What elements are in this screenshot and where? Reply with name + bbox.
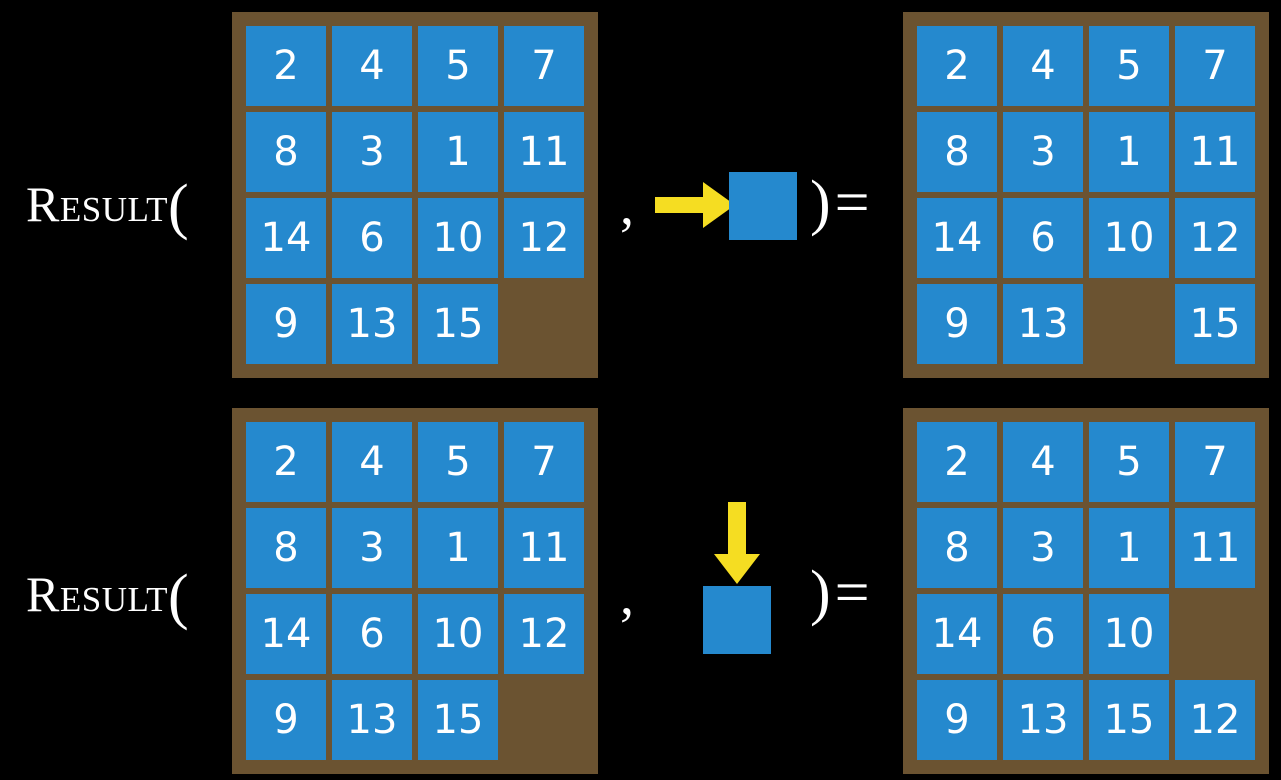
result-label-rest: esult xyxy=(59,176,169,232)
tile[interactable]: 14 xyxy=(246,594,326,674)
empty-slot[interactable] xyxy=(1175,594,1255,674)
result-label-first-letter: R xyxy=(26,176,60,232)
arrow-right-icon xyxy=(655,182,735,228)
result-label-open-paren: ( xyxy=(168,563,190,631)
tile[interactable]: 7 xyxy=(504,422,584,502)
tile[interactable]: 2 xyxy=(246,26,326,106)
tile[interactable]: 3 xyxy=(332,508,412,588)
tile[interactable]: 7 xyxy=(504,26,584,106)
tile[interactable]: 10 xyxy=(1089,594,1169,674)
tile[interactable]: 3 xyxy=(1003,112,1083,192)
tile[interactable]: 5 xyxy=(418,26,498,106)
tile[interactable]: 5 xyxy=(418,422,498,502)
tile[interactable]: 12 xyxy=(504,594,584,674)
empty-slot[interactable] xyxy=(504,680,584,760)
arrow-down-icon xyxy=(714,502,760,584)
tile[interactable]: 1 xyxy=(1089,508,1169,588)
tile[interactable]: 11 xyxy=(504,508,584,588)
tile[interactable]: 6 xyxy=(1003,594,1083,674)
tile[interactable]: 12 xyxy=(504,198,584,278)
tile[interactable]: 15 xyxy=(1089,680,1169,760)
tile[interactable]: 6 xyxy=(332,594,412,674)
close-paren-equals-row-2: )= xyxy=(810,562,874,624)
tile[interactable]: 2 xyxy=(917,26,997,106)
tile[interactable]: 15 xyxy=(418,680,498,760)
input-board-row-1: 2 4 5 7 8 3 1 11 14 6 10 12 9 13 15 xyxy=(232,12,598,378)
tile[interactable]: 4 xyxy=(332,26,412,106)
move-direction-tile-row-2 xyxy=(703,586,771,654)
empty-slot[interactable] xyxy=(504,284,584,364)
tile[interactable]: 2 xyxy=(246,422,326,502)
tile[interactable]: 11 xyxy=(1175,508,1255,588)
tile[interactable]: 3 xyxy=(332,112,412,192)
tile[interactable]: 3 xyxy=(1003,508,1083,588)
tile[interactable]: 14 xyxy=(917,198,997,278)
tile[interactable]: 13 xyxy=(1003,680,1083,760)
tile[interactable]: 5 xyxy=(1089,422,1169,502)
tile[interactable]: 7 xyxy=(1175,422,1255,502)
argument-separator-row-2: , xyxy=(620,565,634,627)
tile[interactable]: 1 xyxy=(418,508,498,588)
tile[interactable]: 14 xyxy=(246,198,326,278)
tile[interactable]: 8 xyxy=(917,508,997,588)
equation-row-1: Result( 2 4 5 7 8 3 1 11 14 6 10 12 9 13… xyxy=(26,12,1269,378)
tile[interactable]: 10 xyxy=(418,198,498,278)
tile[interactable]: 8 xyxy=(246,508,326,588)
close-paren: ) xyxy=(810,559,835,627)
tile[interactable]: 13 xyxy=(332,284,412,364)
tile[interactable]: 4 xyxy=(332,422,412,502)
equals-sign: = xyxy=(834,559,874,627)
tile[interactable]: 5 xyxy=(1089,26,1169,106)
close-paren: ) xyxy=(810,169,835,237)
equation-row-2: Result( 2 4 5 7 8 3 1 11 14 6 10 12 9 13… xyxy=(0,390,1281,780)
tile[interactable]: 12 xyxy=(1175,198,1255,278)
result-label-rest: esult xyxy=(59,566,169,622)
move-direction-tile-row-1 xyxy=(729,172,797,240)
tile[interactable]: 6 xyxy=(1003,198,1083,278)
tile[interactable]: 15 xyxy=(418,284,498,364)
tile[interactable]: 6 xyxy=(332,198,412,278)
tile[interactable]: 11 xyxy=(1175,112,1255,192)
tile[interactable]: 10 xyxy=(418,594,498,674)
tile[interactable]: 7 xyxy=(1175,26,1255,106)
tile[interactable]: 9 xyxy=(917,284,997,364)
tile[interactable]: 13 xyxy=(332,680,412,760)
result-label-open-paren: ( xyxy=(168,173,190,241)
tile[interactable]: 4 xyxy=(1003,26,1083,106)
input-board-row-2: 2 4 5 7 8 3 1 11 14 6 10 12 9 13 15 xyxy=(232,408,598,774)
result-label-first-letter: R xyxy=(26,566,60,622)
tile[interactable]: 14 xyxy=(917,594,997,674)
argument-separator-row-1: , xyxy=(620,175,634,237)
tile[interactable]: 13 xyxy=(1003,284,1083,364)
close-paren-equals-row-1: )= xyxy=(810,172,874,234)
tile[interactable]: 12 xyxy=(1175,680,1255,760)
tile[interactable]: 10 xyxy=(1089,198,1169,278)
equals-sign: = xyxy=(834,169,874,237)
empty-slot[interactable] xyxy=(1089,284,1169,364)
result-function-label-row-2: Result( xyxy=(26,566,189,628)
tile[interactable]: 9 xyxy=(917,680,997,760)
tile[interactable]: 8 xyxy=(917,112,997,192)
tile[interactable]: 8 xyxy=(246,112,326,192)
tile[interactable]: 15 xyxy=(1175,284,1255,364)
tile[interactable]: 9 xyxy=(246,284,326,364)
output-board-row-2: 2 4 5 7 8 3 1 11 14 6 10 9 13 15 12 xyxy=(903,408,1269,774)
tile[interactable]: 2 xyxy=(917,422,997,502)
tile[interactable]: 1 xyxy=(1089,112,1169,192)
result-function-label-row-1: Result( xyxy=(26,176,189,238)
output-board-row-1: 2 4 5 7 8 3 1 11 14 6 10 12 9 13 15 xyxy=(903,12,1269,378)
tile[interactable]: 11 xyxy=(504,112,584,192)
tile[interactable]: 4 xyxy=(1003,422,1083,502)
tile[interactable]: 9 xyxy=(246,680,326,760)
tile[interactable]: 1 xyxy=(418,112,498,192)
